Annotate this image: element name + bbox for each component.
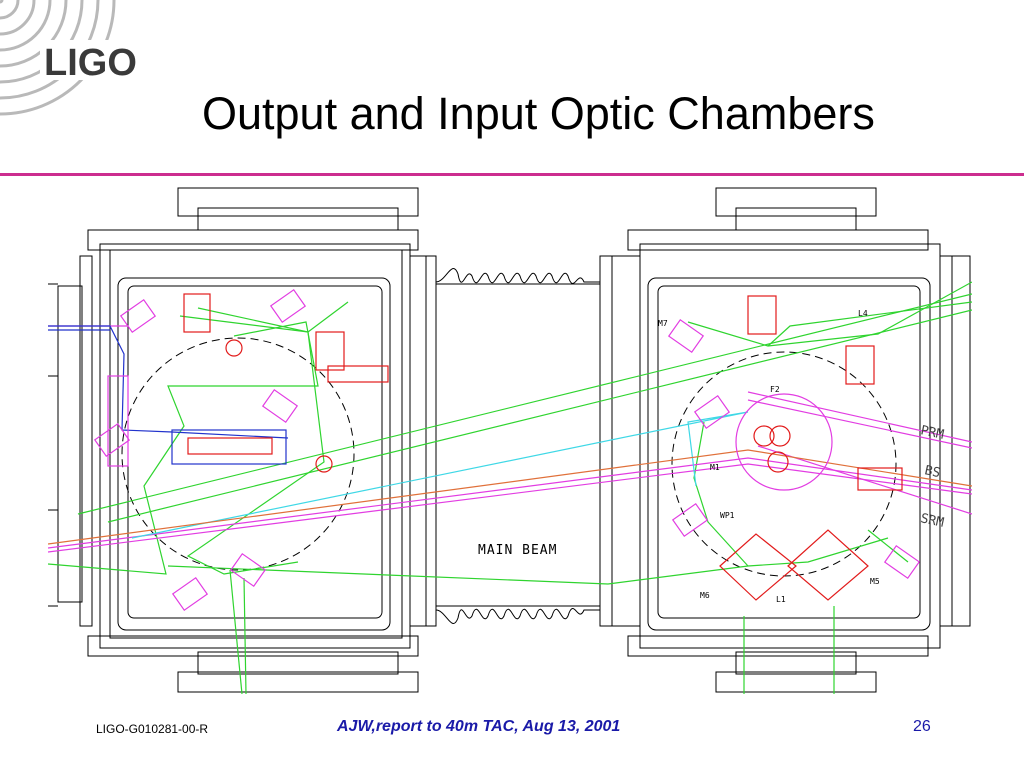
main-beam-label: MAIN BEAM — [478, 543, 557, 558]
green-beams — [48, 281, 972, 694]
ligo-logo: LIGO — [0, 0, 158, 116]
label-wp1: WP1 — [720, 511, 735, 520]
bellows-connector — [435, 268, 600, 624]
label-srm: SRM — [919, 511, 945, 531]
left-optics — [183, 293, 389, 473]
label-m6: M6 — [700, 591, 710, 600]
slide-title: Output and Input Optic Chambers — [202, 88, 875, 139]
right-optics — [719, 295, 903, 601]
label-m7: M7 — [658, 319, 668, 328]
magenta-beams — [48, 325, 972, 553]
label-m1: M1 — [710, 463, 720, 472]
ligo-logo-text: LIGO — [44, 42, 137, 84]
label-l1: L1 — [776, 595, 786, 604]
footer-doc-id: LIGO-G010281-00-R — [96, 722, 209, 736]
blue-beams — [48, 325, 289, 465]
label-prm: PRM — [919, 423, 945, 443]
chamber-diagram: MAIN BEAM M7 L4 F2 M1 WP1 M6 L1 M5 PRM B… — [48, 187, 972, 694]
title-divider — [0, 173, 1024, 176]
cyan-beam — [131, 411, 749, 539]
footer-page-number: 26 — [913, 718, 931, 735]
input-chamber — [599, 187, 971, 693]
label-f2: F2 — [770, 385, 780, 394]
label-bs: BS — [923, 463, 941, 481]
footer-report: AJW,report to 40m TAC, Aug 13, 2001 — [337, 718, 621, 735]
label-m5: M5 — [870, 577, 880, 586]
label-l4: L4 — [858, 309, 868, 318]
orange-beam — [48, 449, 972, 545]
